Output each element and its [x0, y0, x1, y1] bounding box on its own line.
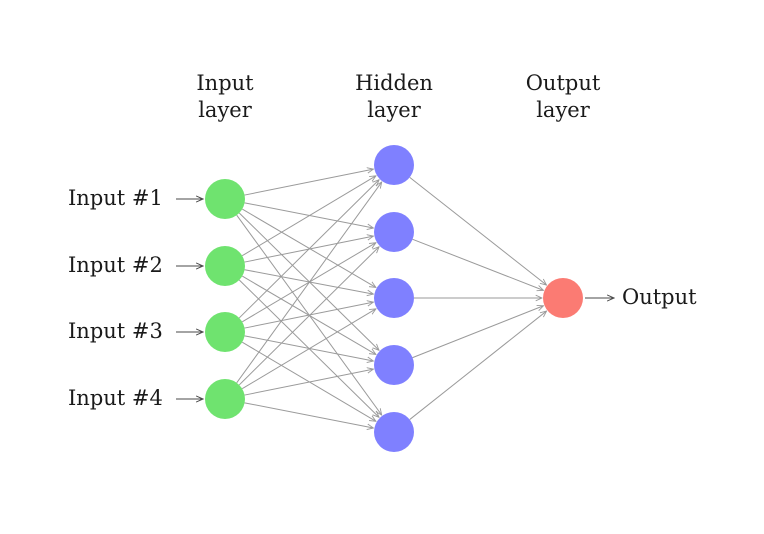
hidden-node-2 — [374, 212, 414, 252]
edge-l1-4-to-3 — [241, 309, 376, 390]
hidden-node-1 — [374, 145, 414, 185]
edge-l1-4-to-2 — [238, 247, 379, 386]
edge-l1-3-to-3 — [244, 302, 374, 329]
output-label: Output — [622, 285, 697, 309]
input-layer-title-line2: layer — [198, 98, 253, 122]
input-node-3 — [205, 312, 245, 352]
input-node-1 — [205, 179, 245, 219]
edge-l1-4-to-5 — [244, 402, 374, 428]
edge-l1-1-to-1 — [244, 169, 374, 196]
edge-l2-5-to-1 — [409, 311, 547, 420]
output-layer-title-line1: Output — [526, 71, 601, 95]
edge-l1-3-to-1 — [238, 180, 379, 319]
edge-l2-1-to-1 — [409, 176, 547, 285]
connection-edges — [236, 169, 547, 428]
hidden-node-4 — [374, 345, 414, 385]
input-layer-title-line1: Input — [196, 71, 254, 95]
edge-l1-2-to-1 — [241, 176, 376, 257]
edge-l1-4-to-4 — [244, 369, 374, 396]
edge-l2-2-to-1 — [412, 238, 544, 290]
output-layer-title-line2: layer — [536, 98, 591, 122]
hidden-node-5 — [374, 412, 414, 452]
input-label-4: Input #4 — [68, 386, 163, 410]
edge-l2-4-to-1 — [412, 306, 544, 359]
input-node-4 — [205, 379, 245, 419]
hidden-node-3 — [374, 278, 414, 318]
hidden-layer-title-line2: layer — [367, 98, 422, 122]
input-node-2 — [205, 246, 245, 286]
output-node — [543, 278, 583, 318]
input-label-1: Input #1 — [68, 186, 163, 210]
input-label-2: Input #2 — [68, 253, 163, 277]
edge-l1-4-to-1 — [236, 182, 382, 384]
hidden-layer-title-line1: Hidden — [355, 71, 433, 95]
input-label-3: Input #3 — [68, 319, 163, 343]
